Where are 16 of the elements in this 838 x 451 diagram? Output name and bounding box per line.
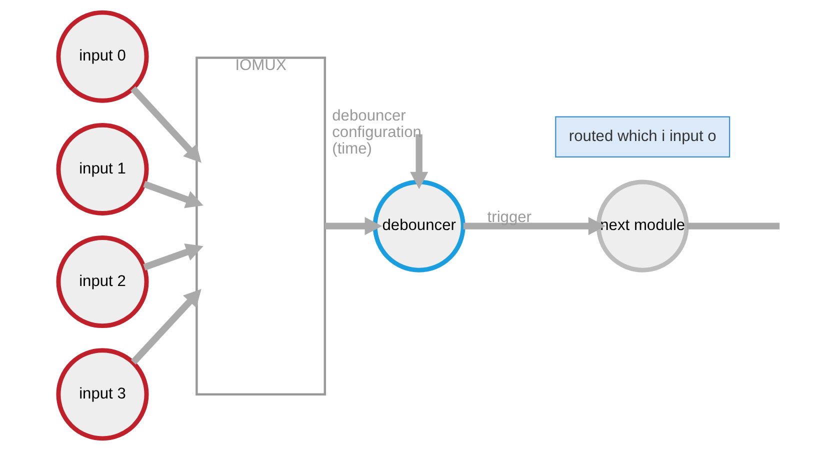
node-circle: input 3 <box>56 348 148 441</box>
arrow <box>462 217 606 236</box>
node-box: IOMUX <box>195 56 326 396</box>
arrow <box>142 243 203 270</box>
node-circle: input 2 <box>56 236 148 328</box>
connector <box>686 222 780 230</box>
node-box: routed which i input o <box>554 116 730 158</box>
arrow <box>130 288 201 365</box>
edge-label: trigger <box>486 208 531 226</box>
arrow <box>324 217 382 236</box>
node-circle: input 1 <box>56 122 148 216</box>
node-circle: debouncer <box>372 180 465 272</box>
node-circle: input 0 <box>56 10 148 103</box>
arrow <box>130 86 201 163</box>
arrow <box>410 134 428 190</box>
arrow <box>142 180 203 208</box>
